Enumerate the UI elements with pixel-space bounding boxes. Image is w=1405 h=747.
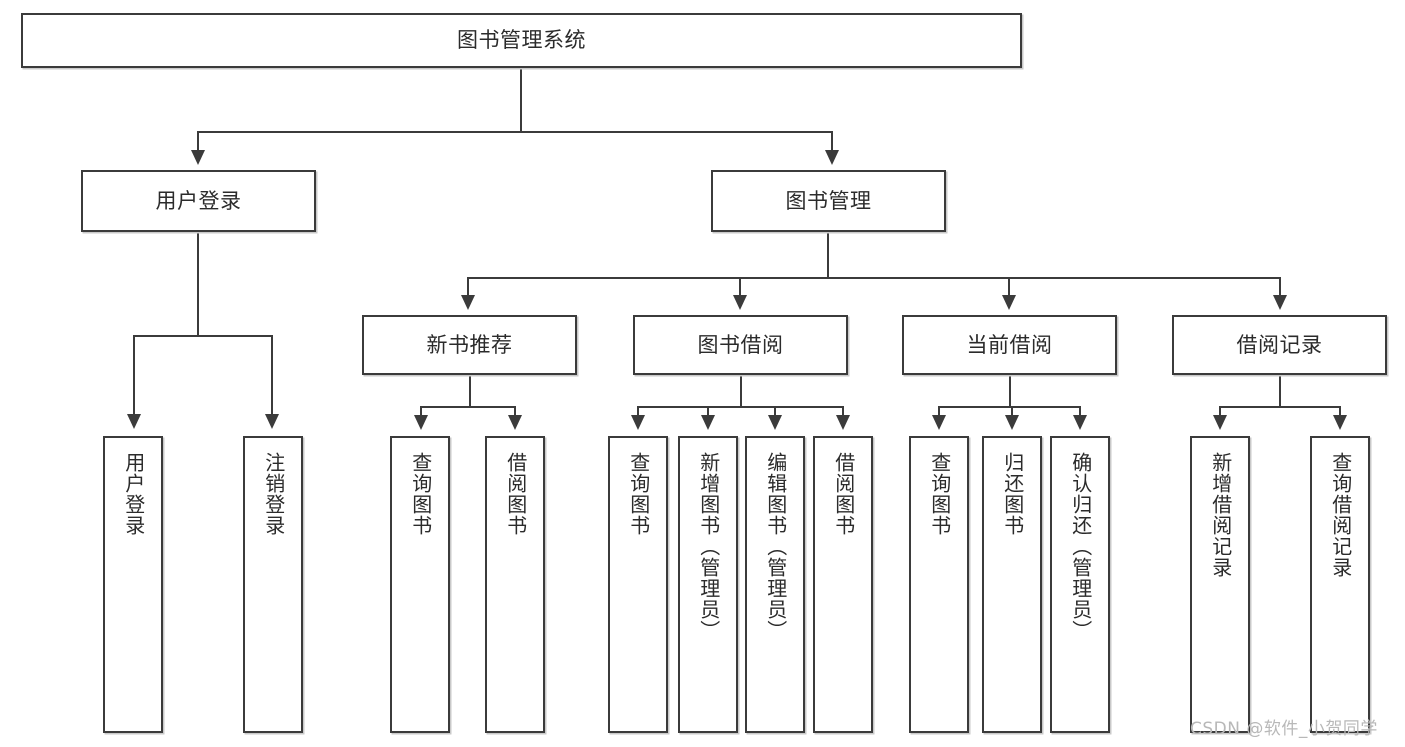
node-user-login[interactable]: 用户登录 [81, 170, 316, 232]
arrow-bookmgmt-to-l3-3 [1273, 295, 1287, 310]
connector-login-stem [197, 232, 199, 336]
connector-newbook-to-leaf3 [514, 406, 516, 417]
connector-borrow-to-leaf6 [774, 406, 776, 417]
connector-bookmgmt-to-l3-0 [467, 277, 469, 297]
node-book-management[interactable]: 图书管理 [711, 170, 946, 232]
connector-current-stem [1009, 375, 1011, 407]
arrow-record-to-leaf12 [1333, 415, 1347, 430]
leaf-query-book-current[interactable]: 查询图书 [909, 436, 969, 733]
leaf-add-book-admin[interactable]: 新增图书（管理员） [678, 436, 738, 733]
arrow-current-to-leaf9 [1005, 415, 1019, 430]
connector-record-to-leaf11 [1219, 406, 1221, 417]
leaf-borrow-book-label: 借阅图书 [831, 452, 856, 536]
connector-login-to-leaf0 [133, 335, 135, 416]
arrow-bookmgmt-to-l3-0 [461, 295, 475, 310]
leaf-query-book-recommend[interactable]: 查询图书 [390, 436, 450, 733]
leaf-add-borrow-record-label: 新增借阅记录 [1208, 452, 1233, 578]
connector-newbook-stem [469, 375, 471, 407]
arrow-newbook-to-leaf3 [508, 415, 522, 430]
connector-login-to-leaf1 [271, 335, 273, 416]
leaf-edit-book-admin[interactable]: 编辑图书（管理员） [745, 436, 805, 733]
connector-record-bus [1219, 406, 1341, 408]
leaf-query-borrow-record[interactable]: 查询借阅记录 [1310, 436, 1370, 733]
connector-current-to-leaf10 [1079, 406, 1081, 417]
connector-borrow-stem [740, 375, 742, 407]
node-book-borrow-label: 图书借阅 [697, 332, 784, 357]
leaf-user-logout-label: 注销登录 [261, 452, 286, 536]
connector-root-bus [197, 131, 833, 133]
leaf-user-logout[interactable]: 注销登录 [243, 436, 303, 733]
node-current-borrow-label: 当前借阅 [966, 332, 1053, 357]
leaf-user-login-label: 用户登录 [121, 452, 146, 536]
arrow-login-to-leaf0 [127, 414, 141, 429]
node-new-book-recommend-label: 新书推荐 [426, 332, 513, 357]
connector-borrow-bus [637, 406, 843, 408]
arrow-borrow-to-leaf4 [631, 415, 645, 430]
arrow-record-to-leaf11 [1213, 415, 1227, 430]
arrow-login-to-leaf1 [265, 414, 279, 429]
arrow-bookmgmt-to-l3-1 [733, 295, 747, 310]
connector-root-stem [520, 68, 522, 132]
arrow-borrow-to-leaf7 [836, 415, 850, 430]
connector-newbook-to-leaf2 [420, 406, 422, 417]
leaf-user-login[interactable]: 用户登录 [103, 436, 163, 733]
connector-login-bus [133, 335, 273, 337]
connector-borrow-to-leaf5 [707, 406, 709, 417]
leaf-borrow-book-recommend[interactable]: 借阅图书 [485, 436, 545, 733]
node-borrow-record[interactable]: 借阅记录 [1172, 315, 1387, 375]
arrow-bookmgmt-to-l3-2 [1002, 295, 1016, 310]
node-new-book-recommend[interactable]: 新书推荐 [362, 315, 577, 375]
leaf-add-borrow-record[interactable]: 新增借阅记录 [1190, 436, 1250, 733]
leaf-borrow-book-recommend-label: 借阅图书 [503, 452, 528, 536]
node-user-login-label: 用户登录 [155, 188, 242, 213]
leaf-query-book-current-label: 查询图书 [927, 452, 952, 536]
leaf-return-book-label: 归还图书 [1000, 452, 1025, 536]
leaf-query-borrow-record-label: 查询借阅记录 [1328, 452, 1353, 578]
leaf-confirm-return-admin-label: 确认归还（管理员） [1068, 452, 1093, 641]
node-root[interactable]: 图书管理系统 [21, 13, 1022, 68]
leaf-query-book-borrow-label: 查询图书 [626, 452, 651, 536]
connector-current-bus [938, 406, 1081, 408]
node-book-borrow[interactable]: 图书借阅 [633, 315, 848, 375]
arrow-root-to-login [191, 150, 205, 165]
node-book-management-label: 图书管理 [785, 188, 872, 213]
connector-bookmgmt-to-l3-3 [1279, 277, 1281, 297]
connector-bookmgmt-stem [827, 232, 829, 278]
leaf-confirm-return-admin[interactable]: 确认归还（管理员） [1050, 436, 1110, 733]
leaf-query-book-borrow[interactable]: 查询图书 [608, 436, 668, 733]
arrow-root-to-bookmgmt [825, 150, 839, 165]
connector-bookmgmt-bus [467, 277, 1280, 279]
arrow-borrow-to-leaf6 [768, 415, 782, 430]
leaf-query-book-recommend-label: 查询图书 [408, 452, 433, 536]
leaf-borrow-book[interactable]: 借阅图书 [813, 436, 873, 733]
csdn-watermark: CSDN @软件_小贺同学 [1190, 719, 1378, 739]
leaf-add-book-admin-label: 新增图书（管理员） [696, 452, 721, 641]
node-current-borrow[interactable]: 当前借阅 [902, 315, 1117, 375]
node-root-label: 图书管理系统 [457, 28, 586, 53]
connector-current-to-leaf8 [938, 406, 940, 417]
connector-bookmgmt-to-l3-1 [739, 277, 741, 297]
connector-borrow-to-leaf7 [842, 406, 844, 417]
connector-record-stem [1279, 375, 1281, 407]
arrow-newbook-to-leaf2 [414, 415, 428, 430]
connector-current-to-leaf9 [1011, 406, 1013, 417]
connector-root-to-login [197, 131, 199, 153]
arrow-borrow-to-leaf5 [701, 415, 715, 430]
connector-root-to-bookmgmt [831, 131, 833, 153]
leaf-edit-book-admin-label: 编辑图书（管理员） [763, 452, 788, 641]
arrow-current-to-leaf10 [1073, 415, 1087, 430]
leaf-return-book[interactable]: 归还图书 [982, 436, 1042, 733]
arrow-current-to-leaf8 [932, 415, 946, 430]
connector-newbook-bus [420, 406, 516, 408]
connector-borrow-to-leaf4 [637, 406, 639, 417]
connector-record-to-leaf12 [1339, 406, 1341, 417]
connector-bookmgmt-to-l3-2 [1008, 277, 1010, 297]
node-borrow-record-label: 借阅记录 [1236, 332, 1323, 357]
